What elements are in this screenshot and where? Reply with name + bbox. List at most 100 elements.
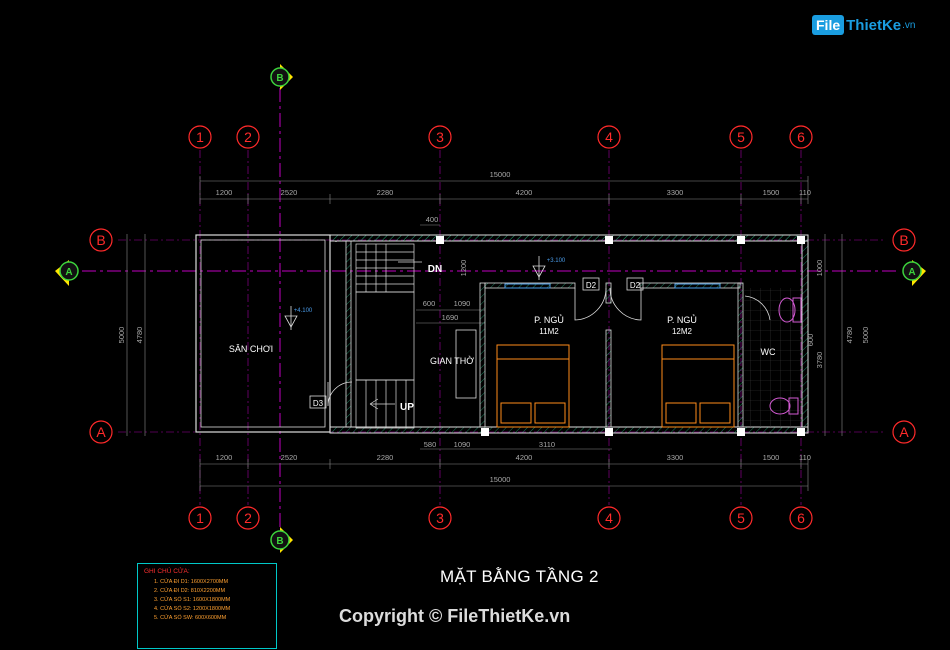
dim-left-overall: 5000	[117, 327, 126, 344]
dim-top-6: 1500	[763, 188, 780, 197]
axis-bubble-top-1	[188, 125, 212, 149]
dim-bottom-1: 1200	[216, 453, 233, 462]
axis-bubble-left-a	[89, 420, 113, 444]
staircase	[355, 243, 422, 429]
axis-label-bottom-1: 1	[196, 510, 204, 526]
room-label-bedroom-1: P. NGỦ	[534, 314, 564, 325]
notes-line: 4. CỬA SỔ S2: 1200X1800MM	[154, 606, 231, 612]
wc-fixtures	[769, 297, 802, 415]
door-tag-1: D2	[586, 281, 597, 290]
dim-bottom-5: 3300	[667, 453, 684, 462]
axis-bubble-top-5	[729, 125, 753, 149]
dim-bottom-6: 1500	[763, 453, 780, 462]
stair-down-label: DN	[428, 264, 442, 275]
axis-bubble-left-b	[89, 228, 113, 252]
axis-bubble-bottom-1	[188, 506, 212, 530]
axis-label-bottom-2: 2	[244, 510, 252, 526]
axis-label-left-b: B	[96, 232, 105, 248]
logo-name: ThietKe	[846, 16, 902, 34]
room-label-wc: WC	[761, 347, 776, 357]
axis-bubble-top-3	[428, 125, 452, 149]
axis-bubble-right-a	[892, 420, 916, 444]
axis-label-top-2: 2	[244, 129, 252, 145]
axis-bubble-right-b	[892, 228, 916, 252]
level-marker-2: +3.100	[547, 258, 566, 264]
level-marker-1: +4.100	[294, 308, 313, 314]
notes-line: 5. CỬA SỔ SW: 600X600MM	[154, 615, 227, 621]
dim-bottom-3: 2280	[377, 453, 394, 462]
room-area-bedroom-1: 11M2	[539, 327, 559, 336]
dim-right-inner: 4780	[845, 327, 854, 344]
axis-bubble-bottom-4	[597, 506, 621, 530]
notes-line: 1. CỬA ĐI D1: 1600X2700MM	[154, 579, 229, 585]
dim-inner-bottom-3: 3110	[539, 440, 555, 449]
notes-line: 3. CỬA SỔ S1: 1600X1800MM	[154, 597, 231, 603]
axis-bubble-bottom-5	[729, 506, 753, 530]
axis-label-right-a: A	[899, 424, 909, 440]
brand-logo: File ThietKe .vn	[812, 12, 915, 38]
svg-text:B: B	[276, 73, 283, 84]
svg-text:B: B	[276, 536, 283, 547]
axis-bubble-top-2	[236, 125, 260, 149]
dim-wc-fixture: 600	[806, 334, 815, 347]
room-label-play-area: SÂN CHƠI	[229, 344, 273, 354]
axis-label-top-6: 6	[797, 129, 805, 145]
axis-label-right-b: B	[899, 232, 908, 248]
door-tag-3: D3	[313, 399, 324, 408]
svg-text:A: A	[908, 267, 915, 278]
dim-right-overall: 5000	[861, 327, 870, 344]
door-swings	[327, 287, 771, 407]
dim-top-2: 2520	[281, 188, 298, 197]
section-marker-right	[902, 261, 922, 281]
dim-stair-a: 600	[423, 299, 436, 308]
axis-label-top-3: 3	[436, 129, 444, 145]
logo-domain: .vn	[902, 19, 916, 31]
dimension-lines	[126, 176, 843, 491]
axis-label-bottom-3: 3	[436, 510, 444, 526]
dim-bottom-7: 110	[799, 453, 811, 462]
section-cut-lines	[82, 88, 900, 530]
dim-stair-b: 1090	[454, 299, 471, 308]
dim-overall-bottom: 15000	[490, 475, 511, 484]
door-tag-2: D2	[630, 281, 641, 290]
notes-line: 2. CỬA ĐI D2: 810X2200MM	[154, 588, 226, 594]
stair-up-label: UP	[400, 402, 414, 413]
building-walls	[195, 234, 809, 436]
room-label-bedroom-2: P. NGỦ	[667, 314, 697, 325]
axis-label-top-5: 5	[737, 129, 745, 145]
dim-top-4: 4200	[516, 188, 533, 197]
dim-inner-bottom-2: 1090	[454, 440, 471, 449]
logo-box: File	[812, 15, 845, 35]
furniture	[455, 329, 735, 428]
axis-label-bottom-5: 5	[737, 510, 745, 526]
dim-top-3: 2280	[377, 188, 394, 197]
drawing-title: MẶT BẰNG TẦNG 2	[440, 567, 599, 586]
notes-title: GHI CHÚ CỬA:	[144, 568, 190, 575]
dim-bottom-4: 4200	[516, 453, 533, 462]
axis-bubble-top-6	[789, 125, 813, 149]
section-marker-left	[59, 261, 79, 281]
axis-bubble-bottom-3	[428, 506, 452, 530]
section-marker-top	[270, 67, 290, 87]
dim-right-part-2: 3780	[815, 352, 824, 369]
dim-overall-top: 15000	[490, 170, 511, 179]
section-marker-bottom	[270, 530, 290, 550]
dim-right-part-1: 1000	[815, 260, 824, 277]
axis-label-top-4: 4	[605, 129, 613, 145]
axis-bubble-bottom-2	[236, 506, 260, 530]
dim-top-7: 110	[799, 188, 811, 197]
copyright-watermark: Copyright © FileThietKe.vn	[339, 606, 571, 626]
level-markers	[284, 256, 546, 330]
axis-bubble-top-4	[597, 125, 621, 149]
axis-bubble-bottom-6	[789, 506, 813, 530]
dim-bottom-2: 2520	[281, 453, 298, 462]
dim-left-inner: 4780	[135, 327, 144, 344]
room-area-bedroom-2: 12M2	[672, 327, 693, 336]
dim-inner-bottom-1: 580	[424, 440, 437, 449]
dim-top-5: 3300	[667, 188, 684, 197]
door-notes-box: GHI CHÚ CỬA: 1. CỬA ĐI D1: 1600X2700MM 2…	[137, 563, 277, 649]
svg-text:A: A	[65, 267, 72, 278]
axis-label-left-a: A	[96, 424, 106, 440]
axis-label-bottom-6: 6	[797, 510, 805, 526]
